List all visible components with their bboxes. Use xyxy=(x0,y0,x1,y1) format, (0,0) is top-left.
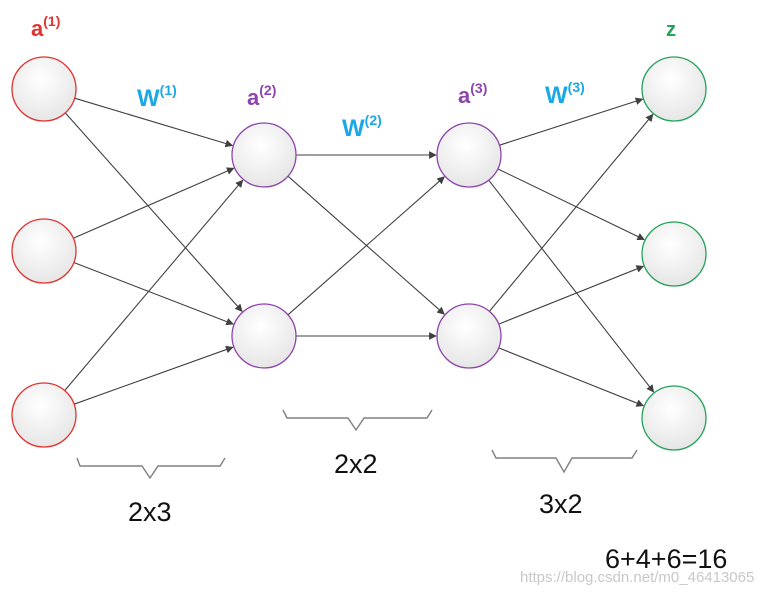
node-layer3-2 xyxy=(436,303,502,369)
layer-label-1-base: a xyxy=(31,16,44,41)
edge-l3-n2-to-n1 xyxy=(488,113,654,312)
node-layer1-2 xyxy=(11,218,77,284)
edge-l3-n2-to-n2 xyxy=(498,265,645,325)
edge-l3-n2-to-n3 xyxy=(498,347,645,407)
edge-l3-n1-to-n1 xyxy=(499,97,644,146)
weight-label-1-base: W xyxy=(137,85,160,112)
weight-label-3-base: W xyxy=(545,82,568,109)
weight-label-2-sup: (2) xyxy=(365,112,382,128)
edge-l1-n2-to-n1 xyxy=(73,167,235,239)
edge-l1-n1-to-n2 xyxy=(64,112,243,312)
node-layer2-2 xyxy=(231,303,297,369)
neuron-nodes xyxy=(11,56,707,451)
weight-label-2: W(2) xyxy=(342,112,382,142)
brace-1 xyxy=(76,457,226,480)
edge-l2-n2-to-n1 xyxy=(287,176,445,316)
layer-label-1: a(1) xyxy=(31,13,60,41)
weight-label-1: W(1) xyxy=(137,82,177,112)
weight-label-2-base: W xyxy=(342,115,365,142)
edge-l3-n1-to-n3 xyxy=(488,179,655,393)
layer-label-4: z xyxy=(666,19,676,41)
weight-label-1-sup: (1) xyxy=(160,82,177,98)
edge-l1-n3-to-n2 xyxy=(73,345,234,405)
node-layer2-1 xyxy=(231,122,297,188)
parameter-sum: 6+4+6=16 xyxy=(605,544,727,574)
layer-label-1-sup: (1) xyxy=(43,13,60,29)
watermark: https://blog.csdn.net/m0_46413065 xyxy=(520,569,754,586)
dim-label-2: 2x2 xyxy=(334,449,378,479)
node-layer1-1 xyxy=(11,56,77,122)
layer-label-2: a(2) xyxy=(247,82,276,110)
edge-l1-n3-to-n1 xyxy=(64,179,244,391)
layer-label-3: a(3) xyxy=(458,80,487,108)
layer-label-4-base: z xyxy=(666,19,676,41)
node-layer4-3 xyxy=(641,385,707,451)
node-layer4-1 xyxy=(641,56,707,122)
layer-label-2-base: a xyxy=(247,85,260,110)
connection-edges xyxy=(64,97,655,407)
weight-label-3: W(3) xyxy=(545,79,585,109)
brace-2 xyxy=(282,409,433,432)
dim-label-3: 3x2 xyxy=(539,489,583,519)
dim-label-1: 2x3 xyxy=(128,497,172,527)
edge-l1-n2-to-n2 xyxy=(73,261,234,326)
node-layer4-2 xyxy=(641,221,707,287)
weight-label-3-sup: (3) xyxy=(568,79,585,95)
node-layer3-1 xyxy=(436,122,502,188)
brace-3 xyxy=(491,449,638,474)
edge-l3-n1-to-n2 xyxy=(497,168,645,241)
node-layer1-3 xyxy=(11,382,77,448)
edge-l1-n1-to-n1 xyxy=(74,97,234,148)
layer-label-3-base: a xyxy=(458,83,471,108)
layer-label-3-sup: (3) xyxy=(470,80,487,96)
layer-label-2-sup: (2) xyxy=(259,82,276,98)
